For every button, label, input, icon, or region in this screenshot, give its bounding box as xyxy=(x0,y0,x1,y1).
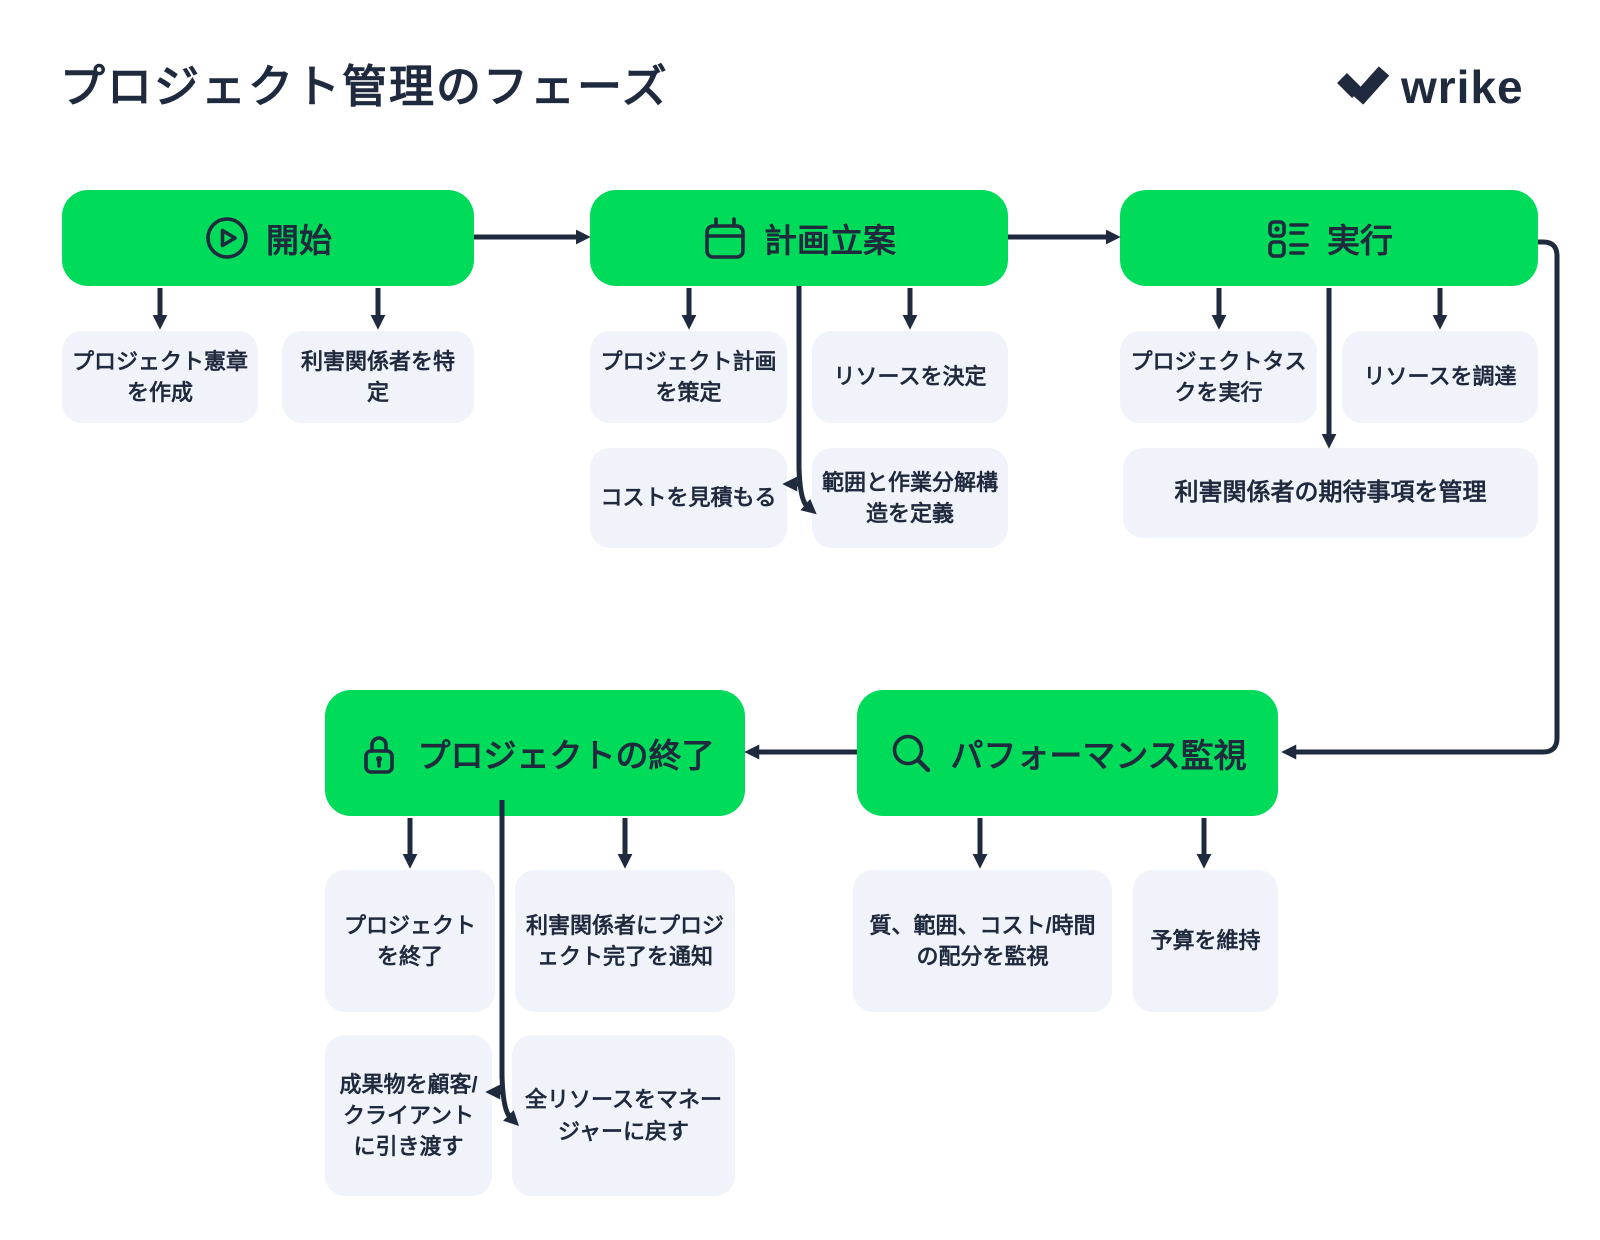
wrike-logo: wrike xyxy=(1336,60,1524,114)
phase-label: 開始 xyxy=(266,222,332,259)
task-card-create-charter: プロジェクト憲章を作成 xyxy=(62,331,258,423)
play-circle-icon xyxy=(206,217,248,259)
task-label: 成果物を顧客/クライアントに引き渡す xyxy=(339,1071,478,1160)
page-title: プロジェクト管理のフェーズ xyxy=(60,61,669,112)
task-label: 範囲と作業分解構造を定義 xyxy=(822,469,999,526)
task-label: プロジェクトを終了 xyxy=(343,912,476,969)
task-card-monitor-quality-scope-cost: 質、範囲、コスト/時間の配分を監視 xyxy=(853,870,1112,1012)
phase-label: 計画立案 xyxy=(764,222,896,259)
phase-box-execution: 実行 xyxy=(1120,190,1538,286)
task-label: プロジェクト計画を策定 xyxy=(600,348,777,405)
task-card-define-scope-wbs: 範囲と作業分解構造を定義 xyxy=(812,448,1008,548)
task-label: 全リソースをマネージャーに戻す xyxy=(525,1087,722,1144)
lock-icon xyxy=(363,736,394,774)
calendar-icon xyxy=(705,217,745,259)
wrike-checkmark-icon xyxy=(1337,66,1390,105)
task-label: リソースを決定 xyxy=(833,364,987,390)
task-label: 利害関係者を特定 xyxy=(300,348,455,405)
phase-label: プロジェクトの終了 xyxy=(417,737,715,774)
task-label: コストを見積もる xyxy=(600,485,777,511)
task-card-end-project: プロジェクトを終了 xyxy=(325,870,495,1012)
phase-label: 実行 xyxy=(1327,222,1393,259)
task-label: 利害関係者の期待事項を管理 xyxy=(1174,478,1487,506)
phase-box-planning: 計画立案 xyxy=(590,190,1008,286)
task-label: 予算を維持 xyxy=(1150,928,1261,954)
task-card-estimate-costs: コストを見積もる xyxy=(590,448,787,548)
task-list-icon xyxy=(1268,220,1309,258)
phase-box-closure: プロジェクトの終了 xyxy=(325,690,745,816)
phase-box-initiation: 開始 xyxy=(62,190,474,286)
task-card-hand-over-deliverables: 成果物を顧客/クライアントに引き渡す xyxy=(325,1035,492,1196)
task-card-maintain-budget: 予算を維持 xyxy=(1133,870,1278,1012)
task-card-manage-expectations: 利害関係者の期待事項を管理 xyxy=(1123,448,1538,538)
task-card-procure-resources: リソースを調達 xyxy=(1342,331,1538,423)
task-label: プロジェクトタスクを実行 xyxy=(1130,348,1307,405)
wrike-logo-text: wrike xyxy=(1401,61,1524,113)
task-label: 質、範囲、コスト/時間の配分を監視 xyxy=(869,912,1096,969)
task-label: 利害関係者にプロジェクト完了を通知 xyxy=(525,912,724,969)
phase-label: パフォーマンス監視 xyxy=(950,737,1247,774)
task-label: リソースを調達 xyxy=(1363,364,1517,390)
search-icon xyxy=(893,734,931,773)
task-label: プロジェクト憲章を作成 xyxy=(72,348,249,405)
phase-box-monitoring: パフォーマンス監視 xyxy=(857,690,1278,816)
task-card-identify-stakeholders: 利害関係者を特定 xyxy=(282,331,474,423)
task-card-notify-stakeholders: 利害関係者にプロジェクト完了を通知 xyxy=(515,870,735,1012)
task-card-execute-tasks: プロジェクトタスクを実行 xyxy=(1120,331,1317,423)
task-card-decide-resources: リソースを決定 xyxy=(812,331,1008,423)
task-card-return-resources: 全リソースをマネージャーに戻す xyxy=(512,1035,735,1196)
task-card-develop-plan: プロジェクト計画を策定 xyxy=(590,331,787,423)
